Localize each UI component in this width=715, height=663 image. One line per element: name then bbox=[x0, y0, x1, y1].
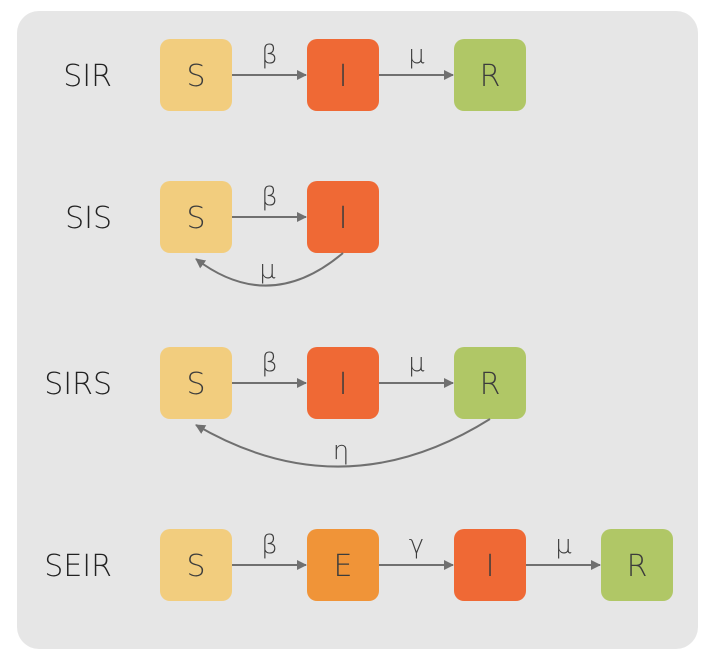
compartment-i-box bbox=[307, 181, 379, 253]
compartment-r-label: R bbox=[627, 549, 648, 584]
compartment-e-label: E bbox=[334, 549, 353, 584]
compartment-i-label: I bbox=[486, 549, 495, 584]
diagram-panel bbox=[17, 11, 698, 649]
compartment-s-label: S bbox=[186, 367, 205, 402]
return-transition-arrow bbox=[195, 418, 491, 468]
compartment-r-label: R bbox=[480, 59, 501, 94]
model-label: SIS bbox=[65, 201, 112, 236]
compartment-s-box bbox=[160, 181, 232, 253]
transition-rate-label: μ bbox=[408, 40, 425, 70]
return-rate-label: μ bbox=[259, 255, 276, 285]
model-label: SIRS bbox=[44, 367, 112, 402]
compartment-r-box bbox=[454, 347, 526, 419]
model-label: SIR bbox=[63, 59, 112, 94]
transition-rate-label: μ bbox=[555, 530, 572, 560]
compartment-e-box bbox=[307, 529, 379, 601]
compartment-i-label: I bbox=[339, 59, 348, 94]
compartment-i-label: I bbox=[339, 367, 348, 402]
transition-rate-label: γ bbox=[409, 530, 424, 560]
compartment-i-box bbox=[307, 347, 379, 419]
return-transition-arrow bbox=[195, 252, 344, 287]
transition-rate-label: β bbox=[261, 40, 278, 70]
compartment-r-label: R bbox=[480, 367, 501, 402]
compartment-i-box bbox=[307, 39, 379, 111]
compartment-r-box bbox=[601, 529, 673, 601]
return-rate-label: η bbox=[333, 436, 349, 466]
compartment-s-label: S bbox=[186, 549, 205, 584]
compartment-i-label: I bbox=[339, 201, 348, 236]
compartment-i-box bbox=[454, 529, 526, 601]
compartment-s-box bbox=[160, 529, 232, 601]
model-label: SEIR bbox=[44, 549, 112, 584]
compartment-s-label: S bbox=[186, 59, 205, 94]
model-row-sirs: SIRS S I Rβ μ η bbox=[44, 347, 526, 468]
compartment-r-box bbox=[454, 39, 526, 111]
transition-rate-label: β bbox=[261, 182, 278, 212]
compartment-s-label: S bbox=[186, 201, 205, 236]
transition-rate-label: μ bbox=[408, 348, 425, 378]
model-row-sis: SIS S Iβ μ bbox=[65, 181, 379, 287]
transition-rate-label: β bbox=[261, 348, 278, 378]
transition-rate-label: β bbox=[261, 530, 278, 560]
compartment-s-box bbox=[160, 39, 232, 111]
compartment-s-box bbox=[160, 347, 232, 419]
